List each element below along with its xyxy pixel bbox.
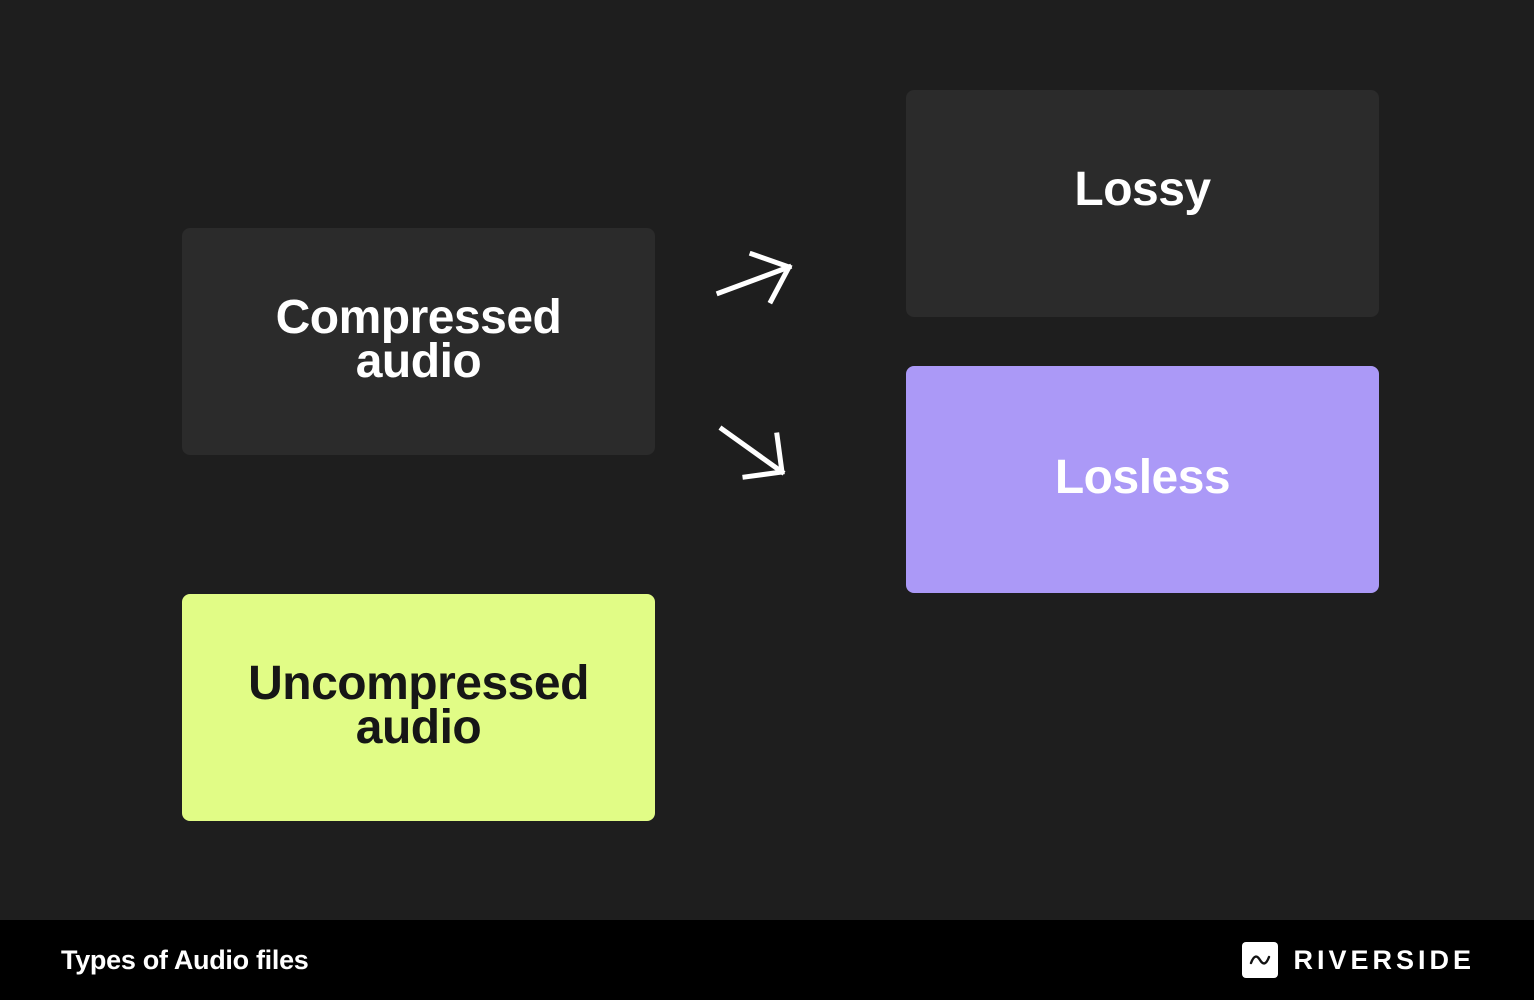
lossy-label: Lossy (1074, 163, 1211, 216)
compressed-audio-box: Compressed audio (182, 228, 655, 455)
uncompressed-audio-line-1: Uncompressed (248, 656, 589, 710)
lossy-box: Lossy (906, 90, 1379, 317)
compressed-audio-line-2: audio (355, 334, 482, 388)
uncompressed-audio-label: Uncompressed audio (248, 656, 589, 754)
uncompressed-audio-box: Uncompressed audio (182, 594, 655, 821)
brand-logo: RIVERSIDE (1242, 942, 1475, 978)
compressed-audio-label: Compressed audio (275, 290, 562, 388)
footer-caption: Types of Audio files (61, 945, 309, 975)
uncompressed-audio-line-2: audio (355, 700, 482, 754)
wave-icon (1242, 942, 1279, 978)
brand-name: RIVERSIDE (1293, 944, 1475, 975)
lossless-box: Losless (906, 366, 1379, 593)
lossless-label: Losless (1054, 451, 1231, 504)
arrow-to-lossy-icon (715, 250, 793, 305)
arrow-to-lossless-icon (718, 425, 786, 480)
diagram-canvas: Compressed audio Uncompressed audio Loss… (182, 90, 1379, 821)
footer-bar: Types of Audio files RIVERSIDE (0, 920, 1534, 1000)
compressed-audio-line-1: Compressed (275, 290, 562, 344)
